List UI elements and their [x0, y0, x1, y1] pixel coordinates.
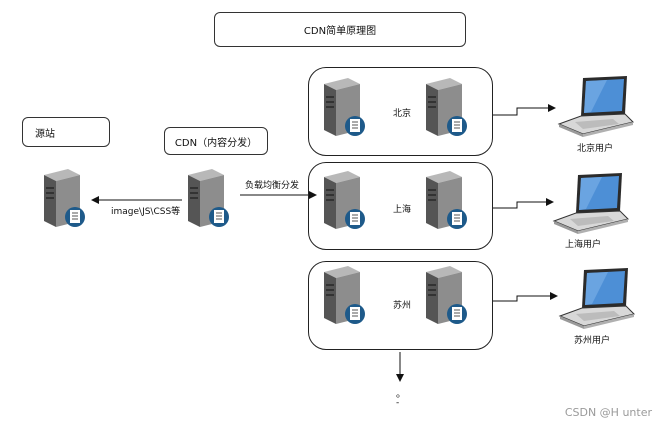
- arrow-beijing-to-user: [493, 104, 556, 116]
- shanghai-server-2-icon: [420, 169, 468, 233]
- arrow-suzhou-to-user: [493, 292, 558, 302]
- beijing-server-1-icon: [318, 76, 366, 140]
- user-label-suzhou: 苏州用户: [574, 336, 611, 346]
- user-label-beijing: 北京用户: [577, 144, 614, 154]
- region-name-shanghai: 上海: [393, 205, 412, 215]
- diagram-title: CDN简单原理图: [214, 12, 466, 47]
- suzhou-user-laptop-icon: [556, 266, 638, 332]
- beijing-server-2-icon: [420, 76, 468, 140]
- cdn-label-box: CDN（内容分发）: [164, 127, 268, 155]
- more-indicator-dot: 。: [396, 389, 406, 400]
- cdn-server-icon: [182, 167, 230, 231]
- region-name-suzhou: 苏州: [393, 301, 412, 311]
- more-indicator-dash: -: [396, 398, 400, 408]
- shanghai-server-1-icon: [318, 169, 366, 233]
- region-group-beijing: [308, 67, 493, 156]
- origin-label-box: 源站: [22, 117, 110, 147]
- arrow-shanghai-to-user: [493, 198, 554, 209]
- origin-link-label: image\JS\CSS等: [111, 207, 181, 217]
- region-group-shanghai: [308, 162, 493, 250]
- watermark: CSDN @H unter: [564, 406, 652, 419]
- suzhou-server-2-icon: [420, 264, 468, 328]
- shanghai-user-laptop-icon: [550, 171, 632, 237]
- suzhou-server-1-icon: [318, 264, 366, 328]
- load-balance-label: 负载均衡分发: [245, 181, 300, 191]
- region-group-suzhou: [308, 261, 493, 350]
- region-name-beijing: 北京: [393, 109, 412, 119]
- beijing-user-laptop-icon: [555, 74, 637, 140]
- origin-server-icon: [38, 167, 86, 231]
- user-label-shanghai: 上海用户: [565, 240, 602, 250]
